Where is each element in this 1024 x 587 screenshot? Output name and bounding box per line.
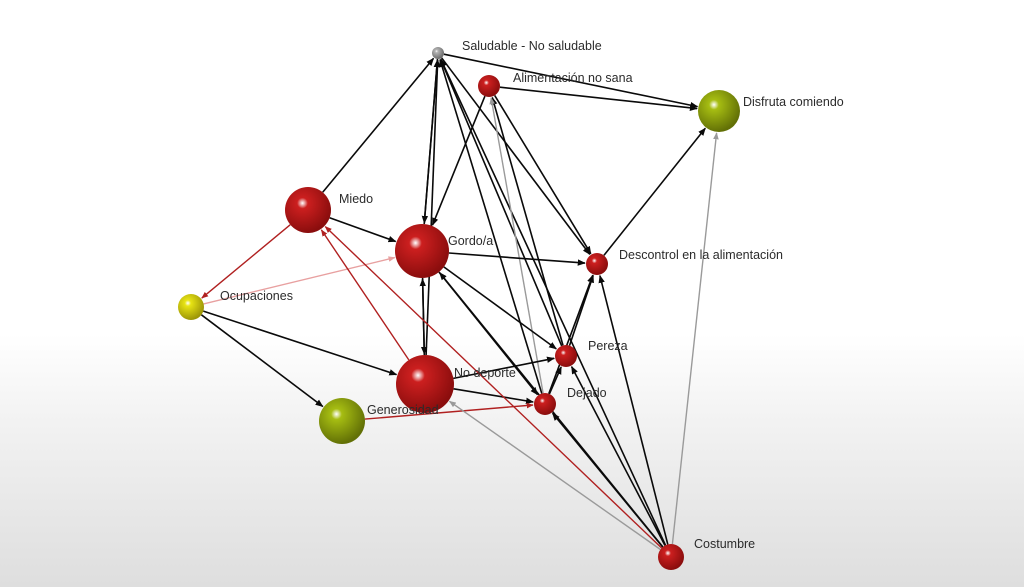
- edge-gordo-to-pereza: [443, 266, 557, 350]
- edge-alimentacion-to-descontrol: [494, 94, 592, 255]
- node-dejado[interactable]: [534, 393, 556, 415]
- node-label-costumbre: Costumbre: [694, 537, 755, 551]
- edge-generosidad-to-dejado: [364, 402, 534, 420]
- node-descontrol[interactable]: [586, 253, 608, 275]
- node-gordo[interactable]: [395, 224, 449, 278]
- edge-miedo-to-saludable: [322, 57, 435, 193]
- edge-dejado-to-descontrol: [548, 274, 594, 394]
- edge-pereza-to-descontrol: [568, 274, 594, 346]
- edge-ocupaciones-to-generosidad: [200, 314, 324, 408]
- node-miedo[interactable]: [285, 187, 331, 233]
- node-label-disfruta: Disfruta comiendo: [743, 95, 844, 109]
- node-label-miedo: Miedo: [339, 192, 373, 206]
- node-alimentacion[interactable]: [478, 75, 500, 97]
- edge-ocupaciones-to-nodeporte: [203, 310, 398, 376]
- edge-nodeporte-to-pereza: [453, 356, 555, 380]
- nodes-layer: [178, 47, 740, 570]
- edge-miedo-to-gordo: [329, 217, 397, 243]
- edge-alimentacion-to-disfruta: [499, 86, 698, 112]
- edge-nodeporte-to-dejado: [453, 388, 534, 404]
- node-label-pereza: Pereza: [588, 339, 628, 353]
- node-nodeporte[interactable]: [396, 355, 454, 413]
- node-label-nodeporte: No deporte: [454, 366, 516, 380]
- edge-alimentacion-to-gordo: [431, 95, 486, 226]
- edge-costumbre-to-pereza: [570, 365, 666, 546]
- node-label-generosidad: Generosidad: [367, 403, 439, 417]
- edge-dejado-to-saludable: [439, 58, 543, 394]
- edge-dejado-to-pereza: [548, 366, 562, 395]
- edge-nodeporte-to-gordo: [419, 278, 426, 356]
- edge-costumbre-to-nodeporte: [448, 400, 661, 551]
- edge-pereza-to-saludable: [439, 58, 563, 347]
- edge-gordo-to-descontrol: [448, 252, 586, 266]
- node-label-ocupaciones: Ocupaciones: [220, 289, 293, 303]
- edge-saludable-to-gordo: [421, 58, 439, 224]
- node-generosidad[interactable]: [319, 398, 365, 444]
- edge-ocupaciones-to-gordo: [203, 256, 396, 305]
- edge-pereza-to-alimentacion: [491, 96, 564, 346]
- node-label-alimentacion: Alimentación no sana: [513, 71, 633, 85]
- node-label-saludable: Saludable - No saludable: [462, 39, 602, 53]
- node-costumbre[interactable]: [658, 544, 684, 570]
- edge-costumbre-to-saludable: [440, 58, 667, 546]
- node-label-descontrol: Descontrol en la alimentación: [619, 248, 783, 262]
- node-label-gordo: Gordo/a: [448, 234, 493, 248]
- node-disfruta[interactable]: [698, 90, 740, 132]
- node-ocupaciones[interactable]: [178, 294, 204, 320]
- edge-costumbre-to-descontrol: [598, 274, 669, 545]
- edge-costumbre-to-disfruta: [671, 132, 719, 545]
- edge-descontrol-to-disfruta: [603, 127, 706, 256]
- edge-costumbre-to-miedo: [324, 226, 663, 549]
- edge-saludable-to-descontrol: [440, 57, 591, 256]
- edge-dejado-to-alimentacion: [489, 97, 544, 394]
- edge-nodeporte-to-miedo: [320, 229, 410, 361]
- node-label-dejado: Dejado: [567, 386, 607, 400]
- node-pereza[interactable]: [555, 345, 577, 367]
- edge-saludable-to-disfruta: [443, 53, 699, 109]
- edges-layer: [200, 53, 719, 551]
- edge-nodeporte-to-saludable: [425, 59, 441, 356]
- edge-miedo-to-ocupaciones: [201, 224, 291, 299]
- node-saludable[interactable]: [432, 47, 444, 59]
